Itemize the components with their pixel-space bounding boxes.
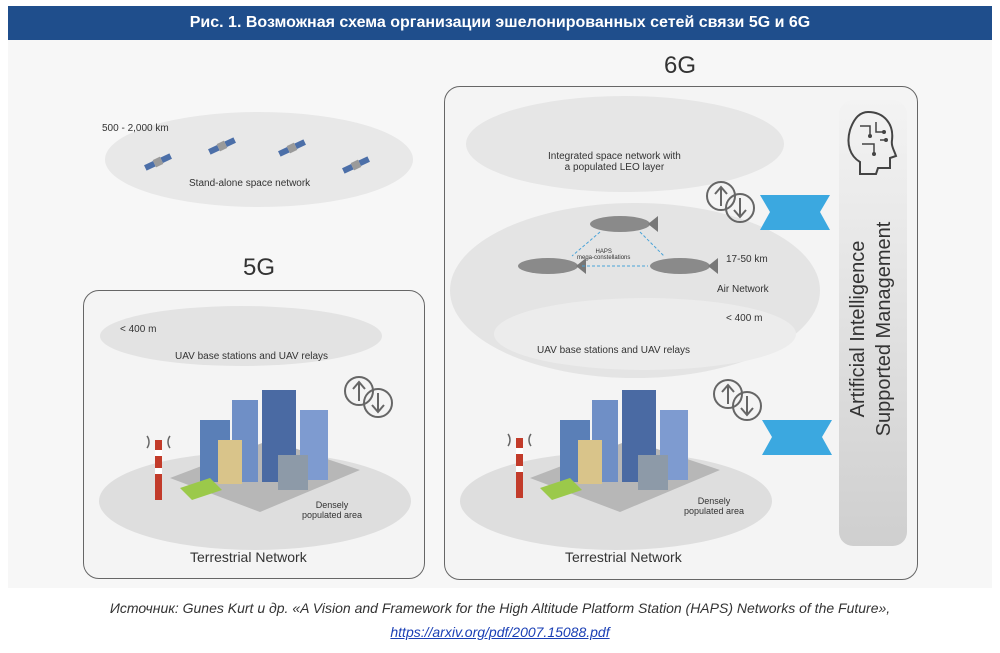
source-text: Источник: Gunes Kurt и др. «A Vision and… (109, 600, 891, 616)
dense-area-label-6g: Densely populated area (684, 496, 745, 516)
satellite-icon (144, 153, 172, 171)
brain-head-icon (847, 110, 898, 175)
airship-icon (590, 216, 658, 232)
airship-icon (650, 258, 718, 274)
city-icon (530, 390, 720, 512)
cell-tower-icon (146, 435, 171, 500)
source-link[interactable]: https://arxiv.org/pdf/2007.15088.pdf (390, 624, 610, 640)
uav-label-6g: UAV base stations and UAV relays (537, 345, 691, 356)
satellite-icon (278, 139, 306, 157)
air-network-label: Air Network (717, 284, 769, 295)
uav-ellipse-5g (100, 306, 382, 366)
uav-ellipse-6g (494, 298, 796, 370)
cell-tower-icon (507, 433, 532, 498)
up-down-arrows-icon (706, 181, 755, 223)
city-icon (170, 390, 360, 512)
haps-links (571, 231, 665, 267)
dense-area-label-5g: Densely populated area (302, 500, 363, 520)
space-network-label-5g: Stand-alone space network (189, 178, 311, 189)
altitude-uav-label-6g: < 400 m (726, 313, 763, 324)
up-down-arrows-icon (713, 379, 762, 421)
altitude-uav-label-5g: < 400 m (120, 324, 157, 335)
altitude-air-label: 17-50 km (726, 254, 768, 265)
space-network-label-6g: Integrated space network with a populate… (548, 151, 681, 173)
uav-label-5g: UAV base stations and UAV relays (175, 351, 329, 362)
up-down-arrows-icon (344, 376, 393, 418)
satellite-icon (208, 137, 236, 155)
space-ellipse-6g (466, 96, 784, 192)
satellite-icon (342, 156, 370, 174)
airship-icon (518, 258, 586, 274)
heading-5g: 5G (243, 254, 276, 281)
altitude-space-label: 500 - 2,000 km (102, 123, 169, 134)
chevron-arrow-icon (760, 195, 832, 455)
terrestrial-label-6g: Terrestrial Network (565, 549, 682, 565)
source-link-row: https://arxiv.org/pdf/2007.15088.pdf (0, 624, 1000, 640)
terrestrial-label-5g: Terrestrial Network (190, 549, 307, 565)
haps-label: HAPS mega-constellations (577, 249, 631, 261)
heading-6g: 6G (664, 52, 697, 79)
figure-title: Рис. 1. Возможная схема организации эшел… (8, 6, 992, 40)
